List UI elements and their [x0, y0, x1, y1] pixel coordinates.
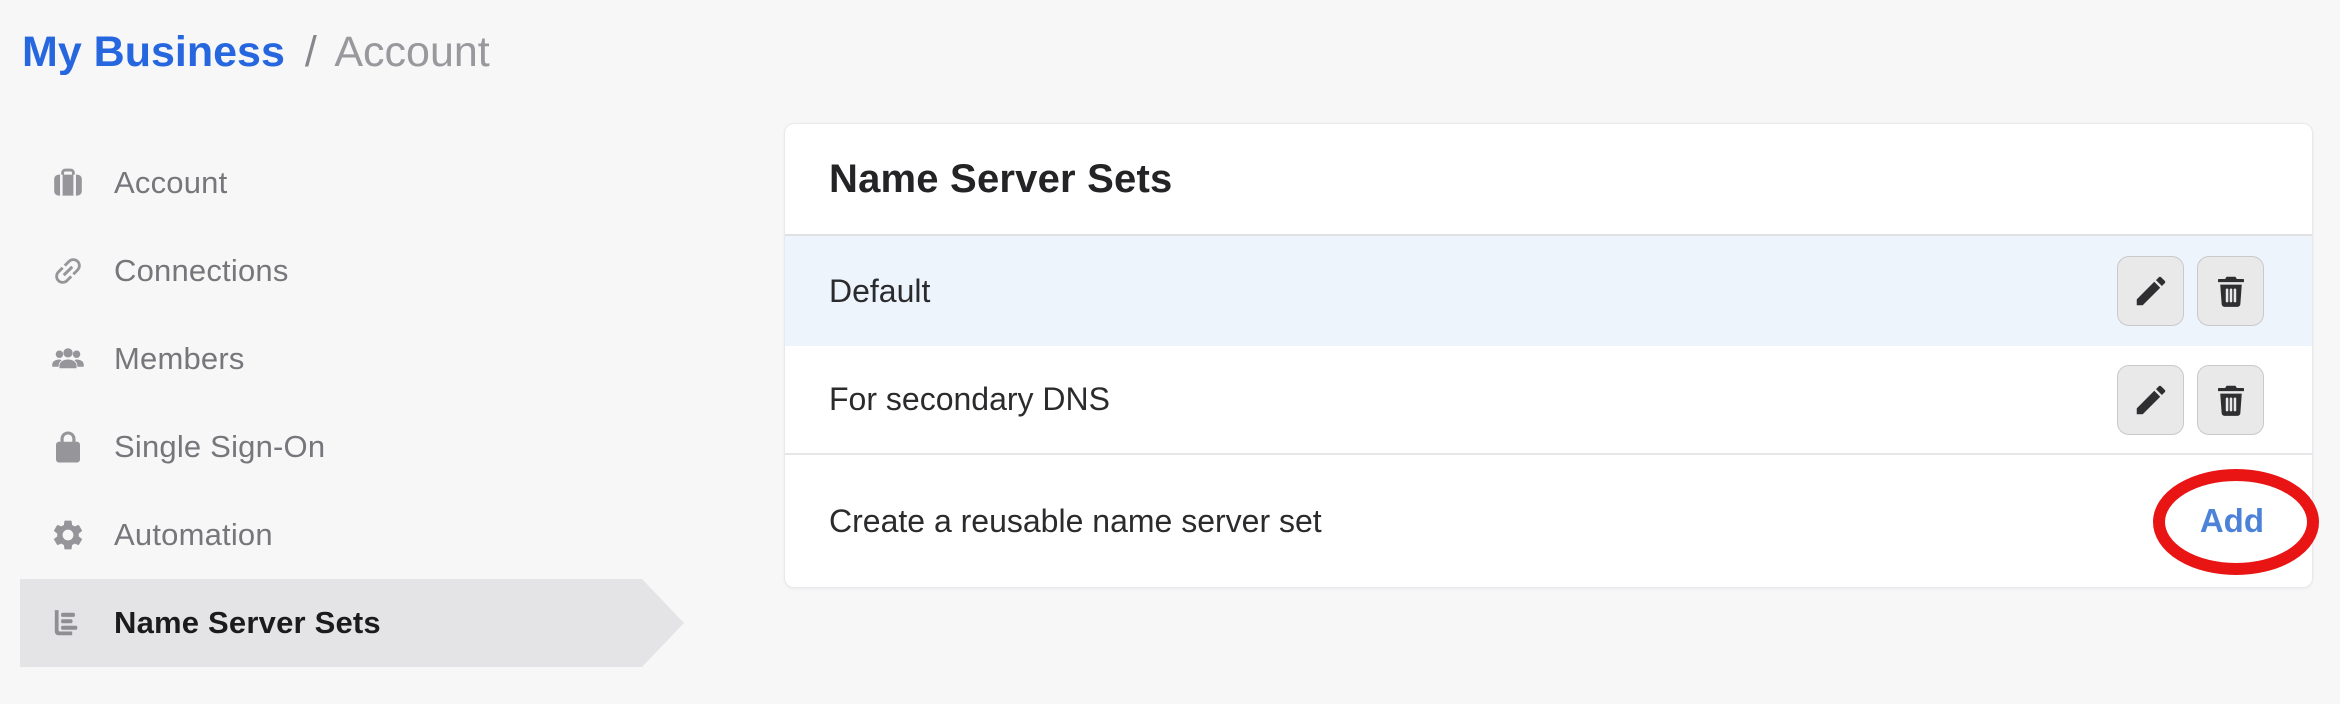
row-actions — [2117, 256, 2264, 326]
breadcrumb-current-account: Account — [334, 28, 490, 76]
sidebar-item-label: Name Server Sets — [114, 605, 381, 640]
breadcrumb-link-my-business[interactable]: My Business — [22, 28, 285, 76]
delete-button[interactable] — [2197, 364, 2264, 435]
breadcrumb: My Business / Account — [22, 26, 490, 78]
link-icon — [50, 253, 86, 289]
account-settings-sidebar: Account Connections Members — [20, 139, 684, 667]
panel-header: Name Server Sets — [785, 124, 2312, 236]
panel-title: Name Server Sets — [829, 156, 1173, 201]
row-actions — [2117, 364, 2264, 435]
name-server-sets-panel: Name Server Sets Default For secondary — [784, 123, 2319, 588]
edit-button[interactable] — [2117, 364, 2184, 435]
sidebar-item-automation[interactable]: Automation — [20, 491, 684, 579]
lock-icon — [50, 429, 86, 465]
create-name-server-set-row: Create a reusable name server set Add — [785, 455, 2319, 587]
sidebar-item-label: Automation — [114, 517, 273, 552]
sidebar-item-connections[interactable]: Connections — [20, 227, 684, 315]
sidebar-item-members[interactable]: Members — [20, 315, 684, 403]
users-icon — [50, 341, 86, 377]
create-name-server-set-label: Create a reusable name server set — [829, 502, 1322, 539]
pencil-icon — [2136, 385, 2165, 414]
sidebar-item-account[interactable]: Account — [20, 139, 684, 227]
sidebar-item-name-server-sets[interactable]: Name Server Sets — [20, 579, 684, 667]
trash-icon — [2217, 385, 2244, 416]
sidebar-item-label: Members — [114, 341, 245, 376]
breadcrumb-separator: / — [304, 28, 317, 76]
bar-list-icon — [50, 605, 86, 641]
sidebar-item-single-sign-on[interactable]: Single Sign-On — [20, 403, 684, 491]
name-server-set-name: For secondary DNS — [829, 381, 1110, 417]
trash-icon — [2217, 276, 2244, 307]
edit-button[interactable] — [2117, 256, 2184, 326]
name-server-set-row-secondary-dns: For secondary DNS — [785, 346, 2312, 455]
gear-icon — [50, 517, 86, 553]
briefcase-icon — [50, 165, 86, 201]
name-server-set-row-default: Default — [785, 236, 2312, 346]
sidebar-item-label: Connections — [114, 253, 289, 288]
add-name-server-set-link[interactable]: Add — [2199, 502, 2264, 539]
delete-button[interactable] — [2197, 256, 2264, 326]
name-server-set-name: Default — [829, 272, 931, 309]
pencil-icon — [2136, 276, 2165, 306]
sidebar-item-label: Account — [114, 165, 228, 200]
sidebar-item-label: Single Sign-On — [114, 429, 326, 464]
